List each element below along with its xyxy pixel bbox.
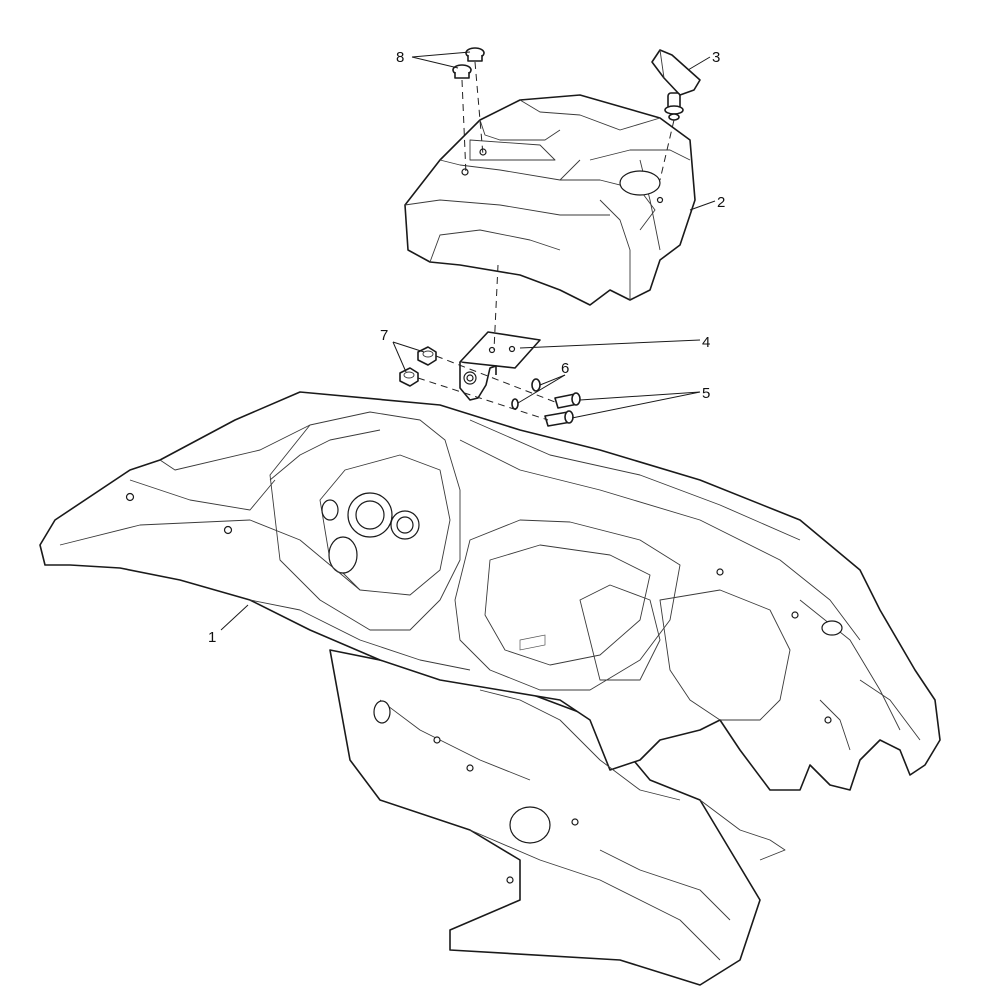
nut-upper <box>417 346 437 366</box>
callout-3: 3 <box>712 49 720 66</box>
callout-5: 5 <box>702 385 710 402</box>
nut-lower <box>399 367 419 387</box>
fender-rear-bracket <box>579 584 661 681</box>
callout-8: 8 <box>396 49 404 66</box>
assembly-lines <box>417 61 675 421</box>
screw-lower <box>452 64 472 79</box>
bolts <box>544 392 581 427</box>
latch <box>651 49 701 121</box>
latch-handle <box>651 49 701 96</box>
nuts <box>399 346 437 387</box>
fender-skirt-hole-small <box>373 700 391 724</box>
bolt-lower <box>544 410 574 427</box>
screws <box>452 47 485 79</box>
callout-4: 4 <box>702 334 710 351</box>
storage-cover <box>404 94 696 306</box>
fender-seat-well <box>269 411 461 631</box>
bolt-upper <box>554 392 581 409</box>
storage-cover-recess <box>619 170 661 196</box>
screw-upper <box>465 47 485 62</box>
mount-bracket <box>459 331 541 401</box>
fender-lower-hole <box>328 536 358 574</box>
fender-storage-bin <box>454 519 681 691</box>
washer-lower <box>511 398 519 410</box>
fender-mount-hole <box>125 492 135 502</box>
fender-top-hole-right <box>821 620 843 636</box>
callout-7: 7 <box>380 327 388 344</box>
callouts: 1 2 3 4 5 6 7 8 <box>208 49 725 646</box>
callout-6: 6 <box>561 360 569 377</box>
washer-upper <box>531 378 541 392</box>
rear-fender <box>39 391 941 986</box>
washers <box>511 378 541 410</box>
fender-skirt-hole-large <box>509 806 551 844</box>
callout-1: 1 <box>208 629 216 646</box>
callout-2: 2 <box>717 194 725 211</box>
leader-lines <box>220 51 716 631</box>
bracket-plate <box>459 331 541 369</box>
storage-cover-body <box>404 94 696 306</box>
